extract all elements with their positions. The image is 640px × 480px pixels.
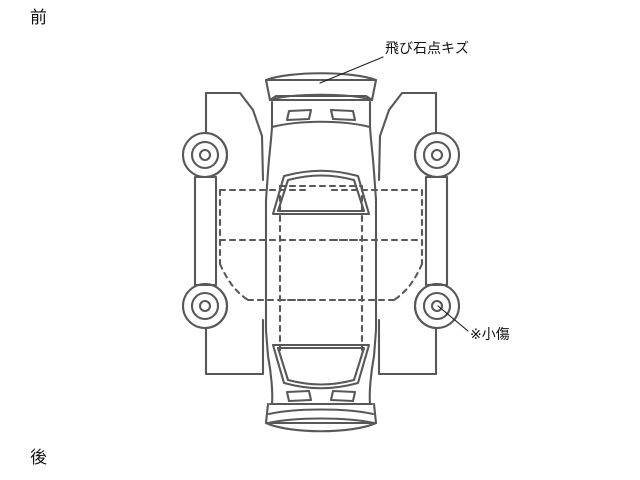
- right-side-panel: [377, 91, 449, 376]
- wheel-front-right: [413, 131, 461, 179]
- hood-slot-left: [285, 108, 313, 122]
- rear-windshield: [271, 343, 371, 390]
- wheel-rear-left: [181, 282, 229, 330]
- rear-lamp-left: [285, 389, 313, 403]
- car-body-outline: [264, 72, 378, 433]
- wheel-group: [181, 131, 461, 330]
- leader-line-stone-chip: [319, 56, 384, 84]
- wheel-front-left: [181, 131, 229, 179]
- orientation-label-rear: 後: [30, 448, 47, 468]
- front-windshield: [271, 169, 371, 216]
- callout-leader-lines: [319, 56, 469, 332]
- wheel-rear-right: [413, 282, 461, 330]
- orientation-label-front: 前: [30, 8, 47, 28]
- annotation-label-small-scratch: ※小傷: [470, 327, 510, 343]
- panel-division-lines: [218, 184, 424, 352]
- left-side-panel: [193, 91, 265, 376]
- rear-lamp-right: [329, 389, 357, 403]
- leader-line-small-scratch: [437, 305, 469, 332]
- annotation-label-stone-chip: 飛び石点キズ: [385, 41, 469, 57]
- hood-slot-right: [329, 108, 357, 122]
